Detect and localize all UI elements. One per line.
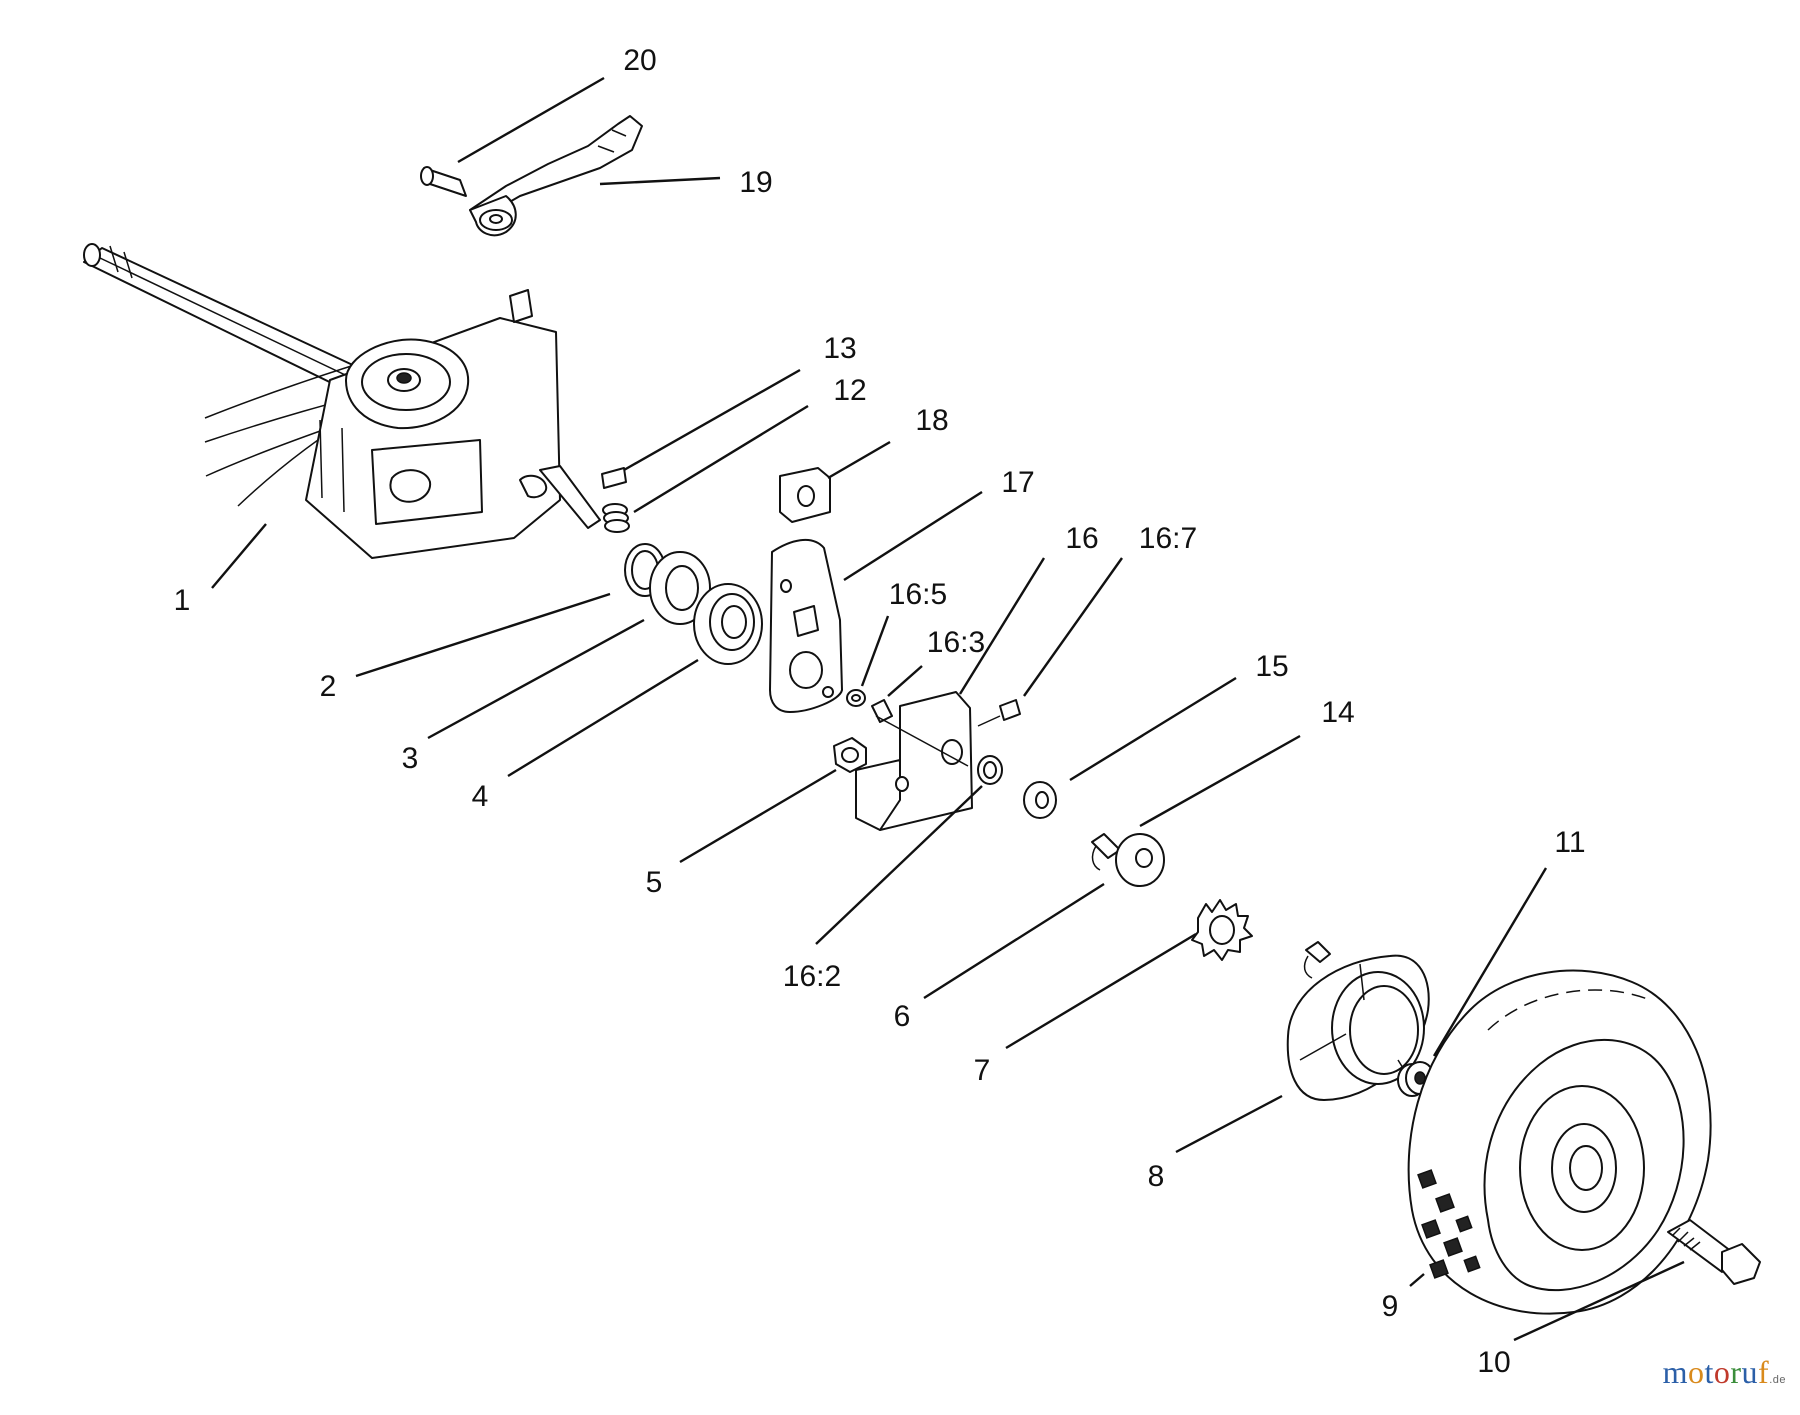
leader-10 [1513,1260,1685,1342]
callout-2: 2 [320,670,337,703]
leader-20 [457,76,605,164]
leader-17 [843,490,983,582]
leader-6 [923,882,1105,1000]
leader-9 [1409,1273,1425,1287]
logo-letter: u [1741,1354,1759,1390]
part-16-bracket [855,691,973,831]
part-17-plate [769,538,843,713]
callout-20: 20 [623,44,656,77]
callout-13: 13 [823,332,856,365]
callout-6: 6 [894,1000,911,1033]
callout-9: 9 [1382,1290,1399,1323]
part-16-2-bushing [977,755,1003,785]
part-19-lever [469,115,643,237]
leader-13 [623,368,801,472]
callout-7: 7 [974,1054,991,1087]
part-10-bolt [1667,1219,1761,1285]
callout-3: 3 [402,742,419,775]
leader-18 [827,440,891,480]
leader-2 [355,592,611,678]
leader-12 [633,404,809,514]
leader-16 [958,557,1046,695]
callout-15: 15 [1255,650,1288,683]
callout-labels: 20 19 13 12 18 17 16 16:7 16:5 16:3 1 2 … [174,44,1586,1379]
leader-lines [211,76,1685,1342]
part-15-washer [1023,781,1057,819]
part-7-pinion-gear [1191,899,1253,961]
callout-17: 17 [1001,466,1034,499]
leader-5 [679,768,837,864]
logo-wordmark: motoruf [1663,1354,1770,1390]
part-16-5-bushing [846,689,866,707]
leader-1 [211,523,267,589]
logo-letter: r [1730,1354,1742,1390]
logo-tld: .de [1769,1374,1786,1386]
callout-14: 14 [1321,696,1354,729]
leader-11 [1432,867,1548,1057]
leader-8 [1175,1094,1283,1154]
part-18-clip [779,467,831,523]
callout-5: 5 [646,866,663,899]
part-5-hex-nut [833,737,867,773]
part-16-7-screw [977,699,1021,727]
leader-16-5 [860,615,890,687]
callout-4: 4 [472,780,489,813]
callout-19: 19 [739,166,772,199]
callout-16-2: 16:2 [783,960,841,993]
part-4-cup-washer [693,583,763,665]
gearbox-housing [305,289,601,559]
callout-10: 10 [1477,1346,1510,1379]
logo-letter: f [1758,1354,1770,1390]
motoruf-watermark-logo: motoruf.de [1663,1354,1786,1391]
leader-3 [427,618,645,740]
leader-16-3 [887,665,923,697]
callout-11: 11 [1554,826,1585,859]
part-6-washer [1115,833,1165,887]
logo-letter: m [1662,1354,1688,1390]
callout-16-3: 16:3 [927,626,985,659]
callout-1: 1 [174,584,191,617]
part-13-key [601,467,627,489]
part-20-pin [420,166,467,197]
callout-16: 16 [1065,522,1098,555]
part-9-wheel [1407,969,1712,1315]
leader-4 [507,658,699,778]
part-8-hub-cover [1286,941,1430,1101]
callout-18: 18 [915,404,948,437]
leader-16-2 [815,785,983,945]
callout-12: 12 [833,374,866,407]
leader-14 [1139,734,1301,828]
leader-7 [1005,932,1197,1050]
callout-8: 8 [1148,1160,1165,1193]
logo-letter: o [1688,1354,1705,1390]
callout-16-5: 16:5 [889,578,947,611]
part-3-washer [649,551,711,625]
part-12-spring [602,503,630,533]
logo-letter: t [1704,1354,1714,1390]
leader-16-7 [1023,557,1123,697]
callout-16-7: 16:7 [1139,522,1197,555]
leader-15 [1069,676,1237,782]
logo-letter: o [1713,1354,1731,1390]
leader-19 [599,176,721,186]
